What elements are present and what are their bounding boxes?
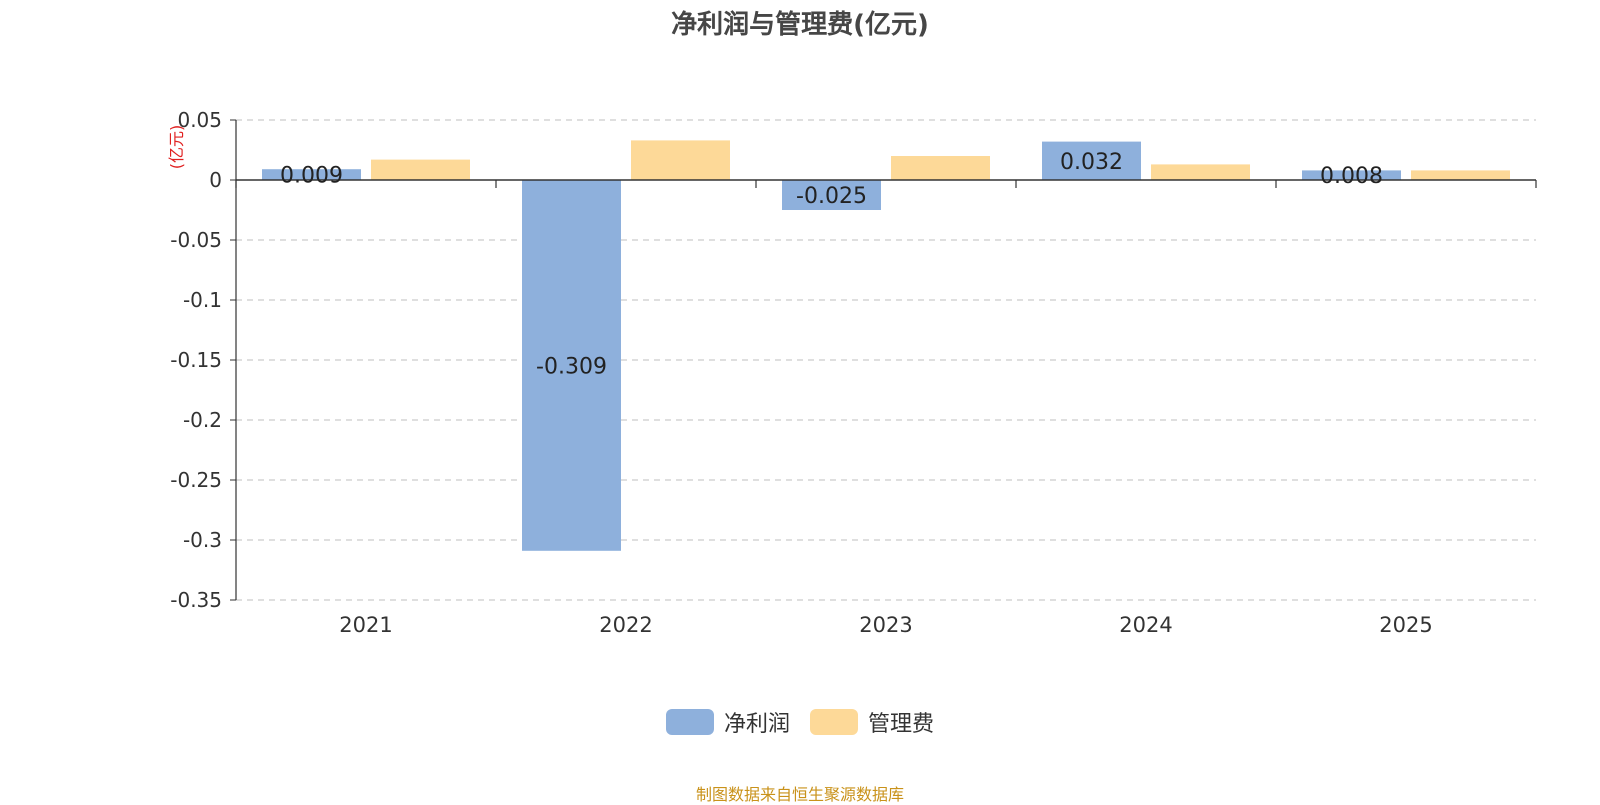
x-tick-label: 2022 <box>599 613 652 637</box>
legend-item-admin-expense[interactable]: 管理费 <box>810 706 934 738</box>
data-label-net-profit: -0.309 <box>536 354 607 379</box>
data-label-net-profit: 0.032 <box>1060 150 1123 175</box>
y-tick-label: -0.35 <box>170 588 222 612</box>
y-tick-label: 0.05 <box>177 108 222 132</box>
data-source-note: 制图数据来自恒生聚源数据库 <box>695 785 904 804</box>
y-tick-label: -0.25 <box>170 468 222 492</box>
x-tick-label: 2023 <box>859 613 912 637</box>
legend: 净利润 管理费 <box>0 706 1600 738</box>
legend-label-net-profit: 净利润 <box>723 712 790 737</box>
chart-title: 净利润与管理费(亿元) <box>671 10 929 40</box>
data-label-net-profit: -0.025 <box>796 184 867 209</box>
x-tick-label: 2021 <box>339 613 392 637</box>
y-tick-label: -0.15 <box>170 348 222 372</box>
grid-lines <box>236 119 1536 601</box>
legend-swatch-net-profit <box>665 709 714 735</box>
y-tick-label: -0.1 <box>183 288 222 312</box>
bar-net-profit <box>522 180 621 551</box>
data-label-net-profit: 0.008 <box>1320 164 1383 189</box>
bar-admin-expense <box>631 140 730 180</box>
legend-item-net-profit[interactable]: 净利润 <box>665 706 790 738</box>
x-tick-label: 2024 <box>1119 613 1172 637</box>
bar-admin-expense <box>371 159 470 180</box>
bar-net-profit <box>262 169 361 180</box>
y-tick-label: -0.05 <box>170 228 222 252</box>
x-tick-label: 2025 <box>1379 613 1432 637</box>
bar-net-profit <box>782 180 881 210</box>
bar-net-profit <box>1042 141 1141 180</box>
y-tick-label: -0.3 <box>183 528 222 552</box>
axes: 0.05 0 -0.05 -0.1 -0.15 -0.2 -0.25 -0.3 -0.35 202… <box>170 108 1537 637</box>
bars <box>262 140 1510 551</box>
data-labels: 0.009 -0.309 -0.025 0.032 0.008 <box>280 150 1383 380</box>
y-tick-label: 0 <box>209 168 222 192</box>
bar-admin-expense <box>1151 164 1250 180</box>
legend-label-admin-expense: 管理费 <box>868 712 935 737</box>
bar-net-profit <box>1302 170 1401 180</box>
legend-swatch-admin-expense <box>810 709 858 735</box>
y-axis-unit-label: (亿元) <box>167 125 186 170</box>
data-label-net-profit: 0.009 <box>280 164 343 189</box>
bar-admin-expense <box>891 156 990 180</box>
y-tick-label: -0.2 <box>183 408 222 432</box>
bar-admin-expense <box>1411 170 1510 180</box>
